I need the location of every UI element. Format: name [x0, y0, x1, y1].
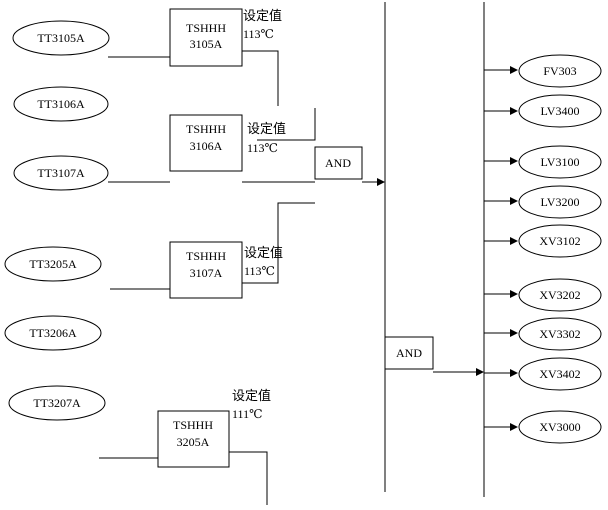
tshhh-block-tag: 3107A	[190, 266, 223, 280]
tshhh-block-title: TSHHH	[186, 249, 226, 263]
arrow-head-icon	[510, 197, 518, 205]
output-ellipse-xv3102	[518, 224, 602, 258]
input-label-tt3207a: TT3207A	[33, 396, 81, 410]
arrow-head-icon	[510, 66, 518, 74]
and-gate-label: AND	[325, 156, 351, 170]
output-ellipse-xv3402	[518, 357, 602, 391]
output-label-lv3400: LV3400	[541, 104, 580, 118]
tshhh-block-title: TSHHH	[186, 21, 226, 35]
tshhh-block-3205a	[157, 410, 230, 468]
tshhh-block-3105a	[169, 8, 243, 67]
setpoint-value: 113℃	[244, 264, 275, 278]
and-gate-label: AND	[396, 346, 422, 360]
setpoint-value: 111℃	[232, 407, 263, 421]
input-label-tt3205a: TT3205A	[29, 257, 77, 271]
output-ellipse-lv3100	[518, 145, 602, 179]
connector-line	[229, 451, 268, 505]
input-label-tt3105a: TT3105A	[37, 31, 85, 45]
input-ellipse-tt3105a	[12, 20, 110, 56]
output-label-xv3000: XV3000	[539, 420, 580, 434]
setpoint-value: 113℃	[243, 27, 274, 41]
output-label-xv3402: XV3402	[539, 367, 580, 381]
connector-line	[257, 108, 316, 141]
input-label-tt3107a: TT3107A	[37, 166, 85, 180]
and-gate-2	[384, 336, 434, 370]
arrow-head-icon	[510, 329, 518, 337]
output-label-xv3202: XV3202	[539, 288, 580, 302]
output-ellipse-lv3200	[518, 185, 602, 219]
arrow-head-icon	[377, 178, 385, 186]
input-ellipse-tt3107a	[13, 155, 109, 191]
tshhh-block-tag: 3205A	[177, 435, 210, 449]
tshhh-block-tag: 3105A	[190, 37, 223, 51]
input-ellipse-tt3205a	[4, 246, 102, 282]
setpoint-value: 113℃	[247, 141, 278, 155]
connector-line	[242, 50, 279, 106]
output-label-xv3102: XV3102	[539, 234, 580, 248]
setpoint-label: 设定值	[247, 121, 286, 136]
output-ellipse-xv3202	[518, 278, 602, 312]
output-ellipse-xv3000	[518, 410, 602, 444]
arrow-head-icon	[510, 157, 518, 165]
arrow-head-icon	[510, 369, 518, 377]
setpoint-label: 设定值	[232, 388, 271, 403]
output-label-lv3100: LV3100	[541, 155, 580, 169]
tshhh-block-title: TSHHH	[186, 122, 226, 136]
tshhh-block-3107a	[169, 241, 243, 299]
input-label-tt3206a: TT3206A	[29, 326, 77, 340]
tshhh-block-title: TSHHH	[173, 418, 213, 432]
input-ellipse-tt3207a	[8, 385, 106, 421]
tshhh-block-tag: 3106A	[190, 139, 223, 153]
connector-line	[242, 202, 315, 284]
input-label-tt3106a: TT3106A	[37, 97, 85, 111]
arrow-head-icon	[510, 237, 518, 245]
arrow-head-icon	[510, 107, 518, 115]
arrow-head-icon	[510, 423, 518, 431]
tshhh-block-3106a	[169, 114, 243, 172]
and-gate-1	[314, 146, 363, 180]
output-ellipse-fv303	[518, 54, 602, 88]
input-ellipse-tt3206a	[4, 315, 102, 351]
output-ellipse-xv3302	[518, 317, 602, 351]
setpoint-label: 设定值	[243, 8, 282, 23]
arrow-head-icon	[510, 290, 518, 298]
arrow-head-icon	[476, 368, 484, 376]
output-label-xv3302: XV3302	[539, 327, 580, 341]
setpoint-label: 设定值	[244, 245, 283, 260]
output-label-lv3200: LV3200	[541, 195, 580, 209]
input-ellipse-tt3106a	[13, 86, 109, 122]
output-ellipse-lv3400	[518, 94, 602, 128]
output-label-fv303: FV303	[543, 64, 576, 78]
